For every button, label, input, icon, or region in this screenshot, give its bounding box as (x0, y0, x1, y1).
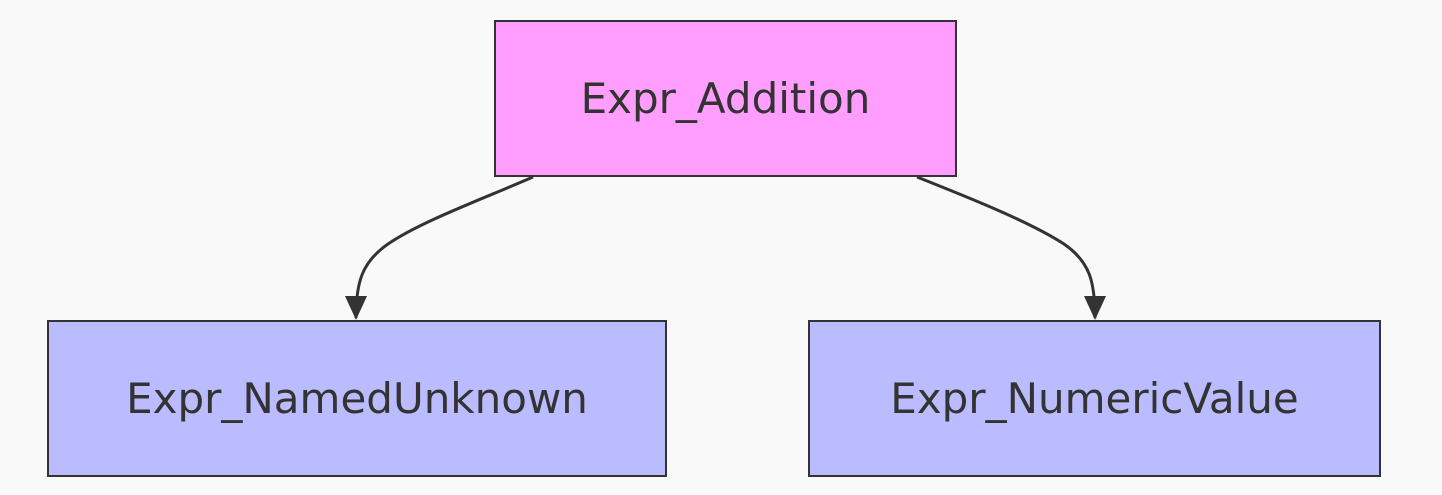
node-label-expr-numeric-value: Expr_NumericValue (890, 374, 1299, 423)
arrowhead-right (1084, 296, 1106, 320)
node-label-expr-addition: Expr_Addition (580, 74, 871, 123)
node-expr-named-unknown: Expr_NamedUnknown (47, 320, 667, 477)
edge-root-to-right (916, 175, 1097, 319)
node-expr-numeric-value: Expr_NumericValue (808, 320, 1381, 477)
node-label-expr-named-unknown: Expr_NamedUnknown (126, 374, 588, 423)
arrowhead-left (345, 296, 367, 320)
edge-root-to-left (354, 175, 534, 319)
node-expr-addition: Expr_Addition (494, 20, 957, 177)
